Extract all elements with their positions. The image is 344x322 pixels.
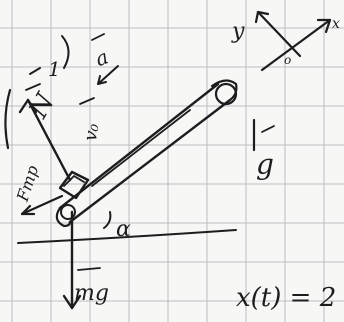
one-bracket — [61, 35, 70, 69]
normal-vector-bar — [25, 83, 41, 91]
angle-arc — [103, 211, 112, 229]
weight-arrow — [62, 210, 82, 310]
incline-body — [55, 79, 238, 228]
velocity-label: v₀ — [80, 122, 104, 143]
margin-bracket — [4, 88, 12, 150]
gravity-vector-bar — [261, 125, 275, 133]
axis-origin-label: o — [284, 53, 291, 67]
one-arrow — [29, 67, 41, 75]
weight-vector-bar — [77, 267, 101, 271]
equation: x(t) = 2 — [236, 283, 336, 313]
accel-arrow — [97, 65, 119, 85]
accel-vector-bar — [91, 33, 105, 41]
gravity-field-label: g — [256, 148, 274, 181]
friction-force-arrow — [20, 194, 64, 216]
angle-label: α — [116, 217, 131, 242]
normal-force-label: N — [23, 87, 61, 124]
weight-label: mg — [74, 281, 109, 306]
axis-x-label: x — [332, 16, 340, 32]
axis-y-label: y — [231, 19, 245, 44]
normal-force-arrow — [18, 98, 72, 182]
coordinate-axes — [254, 10, 332, 72]
one-label: 1 — [48, 57, 61, 81]
ground-line — [17, 229, 237, 244]
velocity-vector-bar — [79, 97, 95, 105]
